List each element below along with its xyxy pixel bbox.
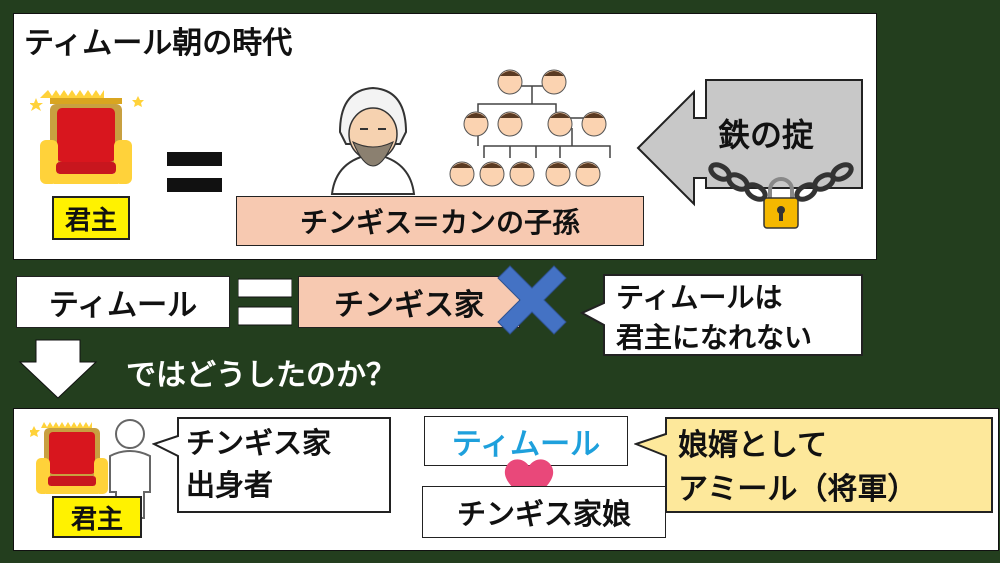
chinggis-khan-portrait bbox=[330, 86, 416, 195]
daughter-box: チンギス家娘 bbox=[422, 486, 666, 538]
origin-text-line2: 出身者 bbox=[186, 468, 274, 502]
timur-blue-box: ティムール bbox=[424, 416, 628, 466]
timur-box: ティムール bbox=[16, 276, 230, 328]
speech-bubble-shape bbox=[634, 417, 993, 513]
role-text-line1: 娘婿として bbox=[678, 428, 828, 463]
throne-icon bbox=[30, 90, 144, 184]
down-arrow-shape bbox=[18, 339, 98, 399]
iron-rule-label: 鉄の掟 bbox=[718, 116, 815, 154]
left-arrow-shape bbox=[636, 79, 863, 207]
monarch-label: 君主 bbox=[52, 196, 130, 240]
descendants-box: チンギス＝カンの子孫 bbox=[236, 196, 644, 246]
speech-bubble-shape bbox=[580, 274, 863, 356]
bubble-text-line2: 君主になれない bbox=[616, 321, 813, 354]
throne-icon bbox=[30, 422, 108, 494]
family-tree-diagram bbox=[449, 69, 611, 187]
origin-text-line1: チンギス家 bbox=[186, 426, 332, 460]
monarch-label: 君主 bbox=[52, 496, 142, 538]
role-text-line2: アミール（将軍） bbox=[678, 472, 918, 507]
chain-lock-icon bbox=[708, 162, 854, 229]
equals-sign bbox=[167, 152, 222, 192]
page-title: ティムール朝の時代 bbox=[24, 26, 293, 61]
speech-bubble-shape bbox=[152, 417, 391, 513]
bubble-text-line1: ティムールは bbox=[616, 281, 783, 314]
equals-sign bbox=[238, 278, 292, 326]
chinggis-family-box: チンギス家 bbox=[298, 276, 520, 328]
question-text: ではどうしたのか？ bbox=[126, 358, 396, 393]
cross-mark-icon bbox=[497, 265, 567, 335]
